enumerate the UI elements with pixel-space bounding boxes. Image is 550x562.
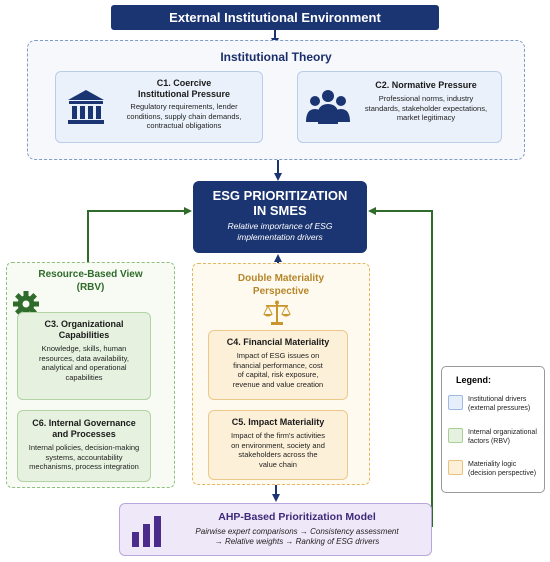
arrow-ahp-feedback-to-esg <box>368 207 433 527</box>
card-c4-financial-materiality: C4. Financial Materiality Impact of ESG … <box>208 330 348 400</box>
rbv-title-line1: Resource-Based View <box>38 269 143 280</box>
ahp-title: AHP-Based Prioritization Model <box>218 511 376 523</box>
c3-body-line4: capabilities <box>65 372 103 382</box>
legend-item-label-line2: (decision perspective) <box>468 470 537 477</box>
legend-item-label-line1: Institutional drivers <box>468 396 527 403</box>
c6-title-line2: and Processes <box>52 429 116 439</box>
c4-body-line1: Impact of ESG issues on <box>236 351 320 360</box>
c2-title: C2. Normative Pressure <box>375 80 477 90</box>
legend-item-label-line2: (external pressures) <box>468 405 531 412</box>
ahp-line1: Pairwise expert comparisons → Consistenc… <box>195 527 399 536</box>
legend-item-label-line2: factors (RBV) <box>468 438 511 445</box>
rbv-title: Resource-Based View (RBV) <box>6 268 175 294</box>
legend-title: Legend: <box>456 375 491 385</box>
esg-title-line2: IN SMES <box>253 203 307 218</box>
esg-subtitle-line2: implementation drivers <box>237 232 323 242</box>
c6-title-line1: C6. Internal Governance <box>32 418 136 428</box>
c3-title-line1: C3. Organizational <box>44 319 124 329</box>
c4-title: C4. Financial Materiality <box>226 337 330 347</box>
card-c6-internal-governance: C6. Internal Governance and Processes In… <box>17 410 151 482</box>
esg-subtitle-line1: Relative importance of ESG <box>227 221 333 231</box>
card-c5-impact-materiality: C5. Impact Materiality Impact of the fir… <box>208 410 348 480</box>
ahp-line2: → Relative weights → Ranking of ESG driv… <box>214 537 380 546</box>
c1-body-line2: conditions, supply chain demands, <box>126 111 242 121</box>
c5-body-line3: stakeholders across the <box>238 450 318 459</box>
c2-body-line3: market legitimacy <box>396 113 456 122</box>
rbv-title-line2: (RBV) <box>76 282 105 293</box>
legend-item-materiality: Materiality logic (decision perspective) <box>448 460 536 478</box>
card-c1-coercive-pressure: C1. Coercive Institutional Pressure Regu… <box>55 71 263 143</box>
legend-item-rbv: Internal organizational factors (RBV) <box>448 428 537 446</box>
arrow-rbv-to-esg <box>87 207 192 262</box>
c3-body-line1: Knowledge, skills, human <box>41 344 127 353</box>
c6-body-line2: systems, accountability <box>45 452 123 462</box>
c1-body-line1: Regulatory requirements, lender <box>130 102 238 111</box>
c6-body-line3: mechanisms, process integration <box>29 462 139 471</box>
c2-body-line2: standards, stakeholder expectations, <box>364 103 488 113</box>
c3-body-line2: resources, data availability, <box>39 353 129 363</box>
esg-prioritization-box: ESG PRIORITIZATION IN SMES Relative impo… <box>193 181 367 253</box>
dm-title-line2: Perspective <box>252 286 310 297</box>
c4-body-line2: financial performance, cost <box>233 360 323 370</box>
ahp-prioritization-model-box: AHP-Based Prioritization Model Pairwise … <box>119 503 432 556</box>
dm-title-line1: Double Materiality <box>237 273 325 284</box>
legend-swatch-blue <box>448 395 463 410</box>
c5-body-line4: value chain <box>259 459 297 469</box>
banner-label: External Institutional Environment <box>169 10 381 25</box>
c5-body-line2: on environment, society and <box>231 440 325 450</box>
card-c3-organizational-capabilities: C3. Organizational Capabilities Knowledg… <box>17 312 151 400</box>
legend-swatch-gold <box>448 460 463 475</box>
external-environment-banner: External Institutional Environment <box>111 5 439 30</box>
double-materiality-title: Double Materiality Perspective <box>192 272 370 298</box>
legend-item-institutional: Institutional drivers (external pressure… <box>448 395 530 413</box>
gear-icon <box>13 291 39 317</box>
c3-title-line2: Capabilities <box>58 330 110 340</box>
legend-item-label-line1: Materiality logic <box>468 461 517 468</box>
people-group-icon <box>306 90 350 124</box>
bar-chart-icon <box>132 516 161 547</box>
c3-body-line3: analytical and operational <box>41 363 127 372</box>
c5-title: C5. Impact Materiality <box>231 417 325 427</box>
legend-swatch-green <box>448 428 463 443</box>
c6-body-line1: Internal policies, decision-making <box>28 443 140 452</box>
c4-body-line3: of capital, risk exposure, <box>237 370 319 379</box>
c2-body-line1: Professional norms, industry <box>378 94 474 103</box>
c1-title-line2: Institutional Pressure <box>137 89 231 99</box>
esg-title-line1: ESG PRIORITIZATION <box>212 188 348 203</box>
building-columns-icon <box>68 90 104 124</box>
balance-scale-icon <box>263 300 291 325</box>
legend-box: Legend: Institutional drivers (external … <box>441 366 545 493</box>
c5-body-line1: Impact of the firm's activities <box>231 431 325 440</box>
c1-body-line3: contractual obligations <box>146 121 222 130</box>
card-c2-normative-pressure: C2. Normative Pressure Professional norm… <box>297 71 502 143</box>
c1-title-line1: C1. Coercive <box>156 78 212 88</box>
legend-item-label-line1: Internal organizational <box>468 429 537 436</box>
institutional-theory-title: Institutional Theory <box>220 50 332 64</box>
c4-body-line4: revenue and value creation <box>232 379 324 389</box>
